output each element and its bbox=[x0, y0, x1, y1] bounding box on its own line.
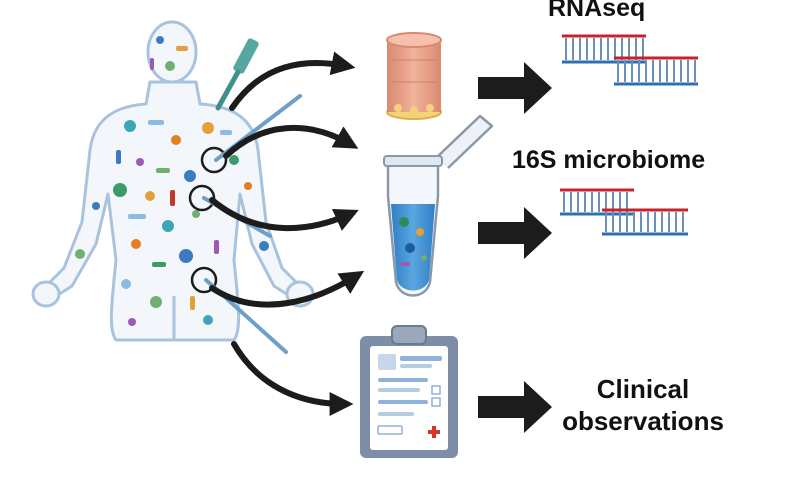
dna-icon bbox=[560, 188, 688, 236]
sample-site-3 bbox=[190, 266, 218, 294]
sample-tube-icon bbox=[383, 114, 494, 297]
rnaseq-label: RNAseq bbox=[548, 0, 646, 22]
arrow-icon bbox=[209, 270, 365, 308]
dna-icon bbox=[562, 34, 698, 86]
clipboard-icon bbox=[360, 325, 458, 458]
tissue-sample-icon bbox=[386, 32, 442, 120]
arrow-icon bbox=[229, 51, 356, 111]
straight-arrows bbox=[478, 62, 552, 433]
curved-arrows bbox=[209, 51, 365, 416]
arrow-icon bbox=[478, 62, 552, 114]
clinical-label-line1: Clinical bbox=[596, 374, 690, 404]
arrow-icon bbox=[478, 207, 552, 259]
arrow-icon bbox=[209, 197, 359, 232]
clinical-observations-label: Clinical observations bbox=[548, 374, 738, 437]
biopsy-needle-icon bbox=[215, 38, 259, 111]
arrow-icon bbox=[478, 381, 552, 433]
clinical-label-line2: observations bbox=[562, 405, 724, 436]
microbes-decoration bbox=[75, 36, 269, 326]
sample-site-1 bbox=[200, 146, 228, 174]
arrow-icon bbox=[223, 124, 359, 159]
microbiome-16s-label: 16S microbiome bbox=[512, 146, 706, 174]
arrow-icon bbox=[231, 341, 354, 416]
